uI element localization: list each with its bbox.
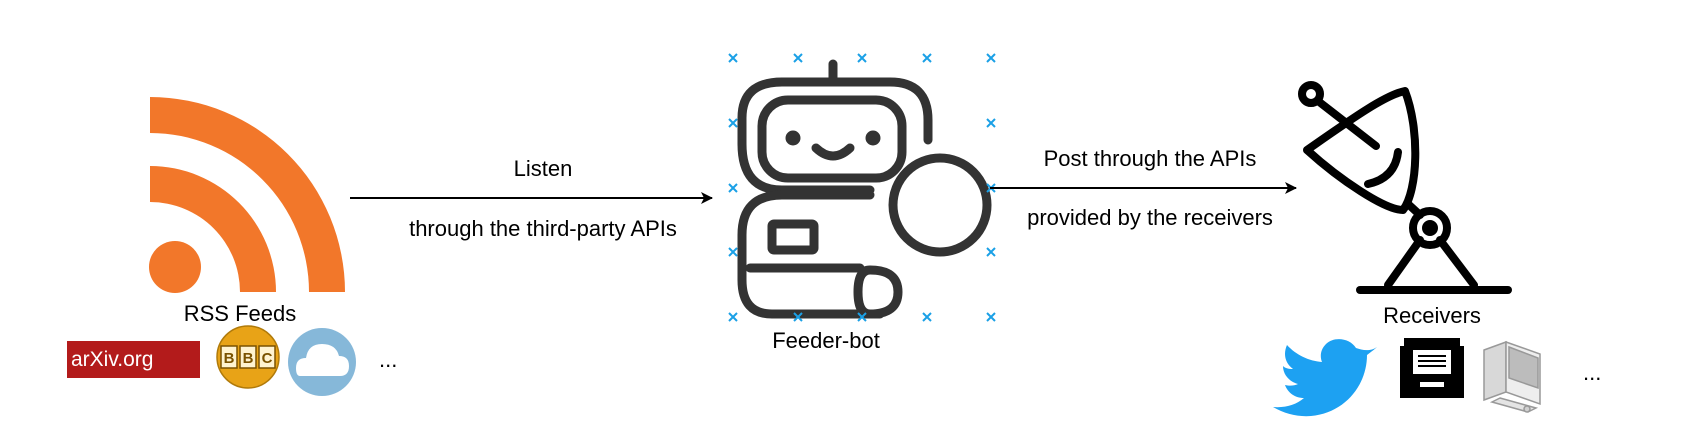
- archive-drawer-icon: [1400, 338, 1464, 398]
- twitter-logo: [1273, 339, 1377, 417]
- cloud-logo: [288, 328, 356, 396]
- desktop-computer-icon: [1483, 340, 1541, 413]
- listen-label: Listen: [513, 156, 573, 181]
- robot-icon: [737, 59, 992, 319]
- rss-feeds-label: RSS Feeds: [183, 301, 297, 326]
- satellite-dish-icon: [1298, 81, 1512, 294]
- svg-text:B: B: [243, 350, 254, 367]
- feeder-bot-label: Feeder-bot: [772, 328, 880, 353]
- receivers-label: Receivers: [1383, 303, 1481, 328]
- listen-sublabel: through the third-party APIs: [409, 216, 677, 241]
- bbc-logo: B B C: [216, 325, 280, 389]
- rss-icon: [149, 97, 345, 293]
- post-label: Post through the APIs: [1043, 146, 1257, 171]
- arxiv-logo: arXiv.org: [67, 341, 200, 378]
- selection-markers: [728, 53, 996, 322]
- svg-text:C: C: [262, 350, 273, 367]
- receivers-more-ellipsis: ...: [1583, 360, 1602, 385]
- post-sublabel: provided by the receivers: [1027, 205, 1273, 230]
- svg-text:B: B: [224, 350, 235, 367]
- source-more-ellipsis: ...: [379, 347, 398, 372]
